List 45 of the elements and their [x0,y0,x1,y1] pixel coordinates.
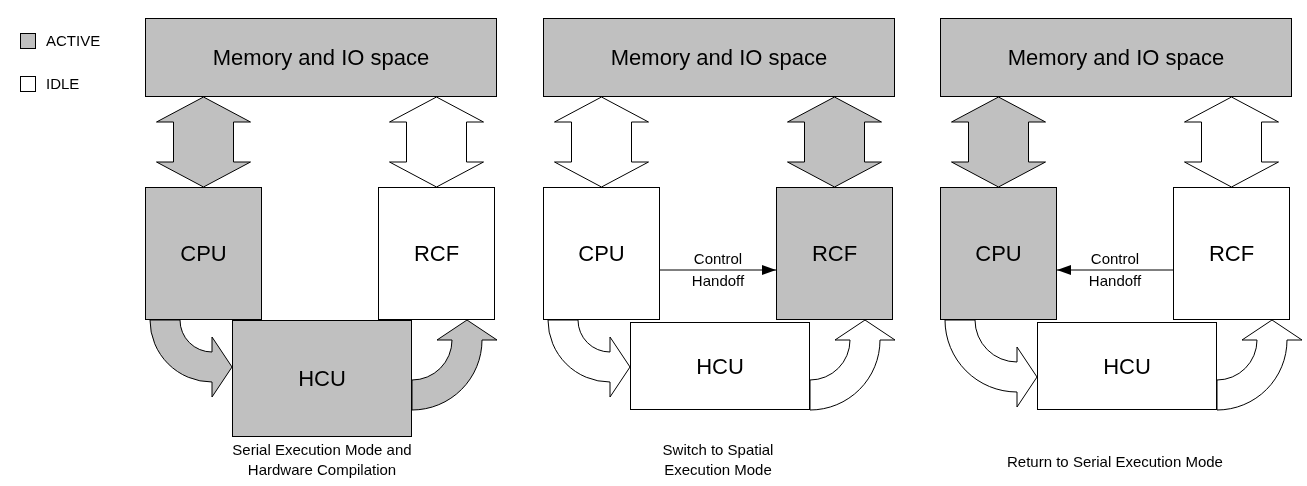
component-box [1037,322,1217,410]
component-label: Memory and IO space [1007,44,1225,72]
component-label: CPU [180,240,227,268]
edge-label: Control Handoff [1087,249,1143,291]
curved-block-arrow [411,319,498,411]
component-box [232,320,412,437]
component-box [940,187,1057,320]
curved-block-arrow [1216,319,1303,411]
component-label: Memory and IO space [610,44,828,72]
panel-caption: Serial Execution Mode and Hardware Compilation [231,440,413,480]
panel-caption: Return to Serial Execution Mode [1006,452,1224,472]
bidirectional-block-arrow [951,96,1046,188]
control-arrow [659,265,777,275]
component-label: HCU [696,352,744,381]
curved-block-arrow [547,319,631,398]
component-label: CPU [975,240,1022,268]
curved-block-arrow [149,319,233,398]
component-box [543,187,660,320]
edge-label: Control Handoff [690,249,746,291]
component-box [776,187,893,320]
component-label: HCU [298,365,346,393]
legend-label: IDLE [46,73,80,94]
component-label: CPU [578,240,625,268]
component-label: RCF [413,240,460,268]
component-box [543,18,895,97]
bidirectional-block-arrow [389,96,484,188]
panel-caption: Switch to Spatial Execution Mode [661,440,775,480]
component-label: Memory and IO space [212,44,430,72]
bidirectional-block-arrow [554,96,649,188]
component-box [378,187,495,320]
bidirectional-block-arrow [156,96,251,188]
component-box [1173,187,1290,320]
component-box [940,18,1292,97]
component-label: HCU [1103,352,1151,381]
curved-block-arrow [809,319,896,411]
component-box [145,187,262,320]
curved-block-arrow [944,319,1038,408]
bidirectional-block-arrow [787,96,882,188]
bidirectional-block-arrow [1184,96,1279,188]
component-label: RCF [811,240,858,268]
control-arrow [1056,265,1174,275]
component-box [630,322,810,410]
component-label: RCF [1208,240,1255,268]
legend-label: ACTIVE [46,31,101,51]
component-box [145,18,497,97]
